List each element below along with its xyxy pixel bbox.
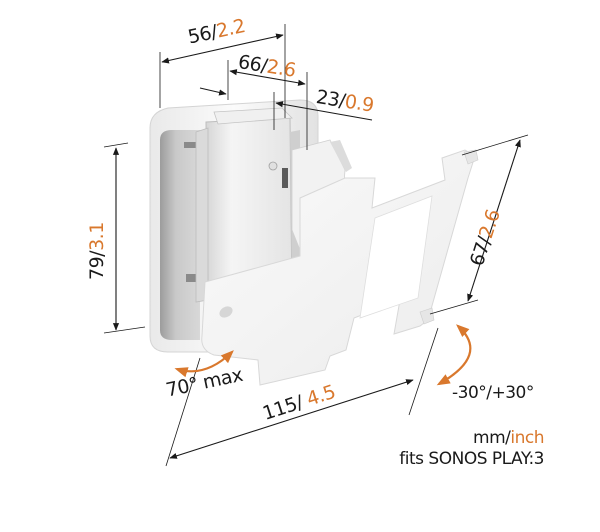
label-height: 79/3.1 bbox=[86, 222, 108, 280]
units-legend: mm/inch bbox=[473, 428, 544, 448]
tilt-arrow-icon bbox=[436, 324, 472, 386]
dimension-height bbox=[103, 142, 146, 334]
dimension-arm-depth bbox=[199, 60, 308, 150]
swivel-arrow-icon bbox=[174, 350, 234, 378]
speaker-plate bbox=[201, 149, 479, 386]
dimension-plate-height bbox=[429, 134, 529, 315]
dimension-plate-depth bbox=[273, 92, 373, 130]
label-tilt-angle: -30°/+30° bbox=[452, 383, 534, 403]
compatibility-note: fits SONOS PLAY:3 bbox=[399, 449, 544, 469]
